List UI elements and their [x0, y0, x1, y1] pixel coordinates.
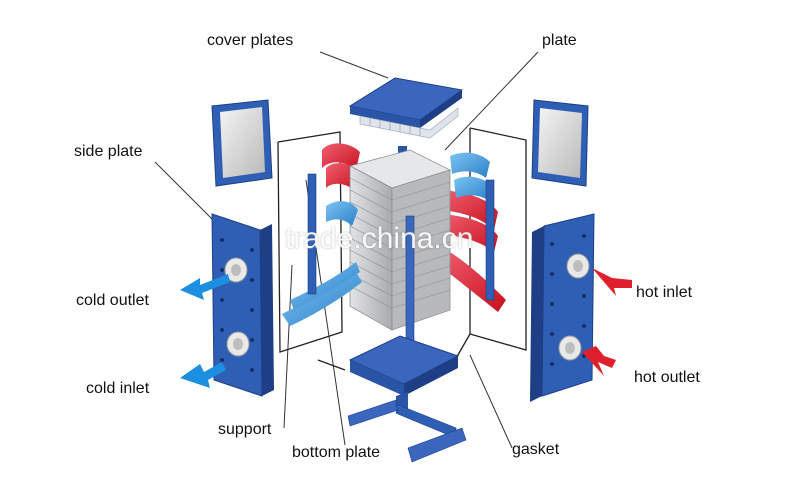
blue-arrow-cold-inlet	[180, 362, 226, 388]
cold-inlet-nozzle	[226, 331, 250, 357]
red-arrow-hot-outlet	[582, 346, 616, 376]
label-support: support	[218, 421, 272, 438]
blue-arrow-cold-outlet	[180, 274, 230, 300]
label-cover-plates: cover plates	[207, 32, 294, 49]
leader-support	[283, 264, 293, 429]
cold-header-top-right	[450, 152, 492, 200]
label-bottom-plate: bottom plate	[292, 444, 381, 461]
bottom-plate-assembly	[347, 335, 467, 463]
leader-gasket	[469, 354, 513, 449]
cover-plate-assembly	[348, 77, 464, 156]
label-cold-inlet: cold inlet	[86, 380, 150, 397]
label-plate: plate	[542, 32, 577, 49]
leader-plate	[444, 51, 539, 151]
side-panel-right	[531, 99, 589, 187]
side-panel-left	[211, 99, 273, 187]
label-hot-inlet: hot inlet	[636, 284, 693, 301]
leader-cover-plates	[319, 51, 389, 79]
label-gasket: gasket	[512, 441, 560, 458]
red-arrow-hot-inlet	[592, 268, 632, 296]
watermark-text: trade.china.cn	[285, 222, 474, 255]
support-posts	[307, 173, 495, 301]
label-side-plate: side plate	[74, 143, 143, 160]
gasket-frames	[277, 127, 527, 371]
label-cold-outlet: cold outlet	[76, 292, 149, 309]
cold-outlet-nozzle	[224, 257, 248, 283]
right-side-plate	[530, 213, 595, 402]
leader-side-plate	[154, 161, 216, 223]
hot-outlet-nozzle	[558, 335, 582, 361]
hot-inlet-nozzle	[566, 253, 590, 279]
left-side-plate	[211, 213, 274, 397]
label-hot-outlet: hot outlet	[634, 369, 700, 386]
plate-core	[348, 149, 452, 347]
cold-header-left	[282, 201, 362, 326]
